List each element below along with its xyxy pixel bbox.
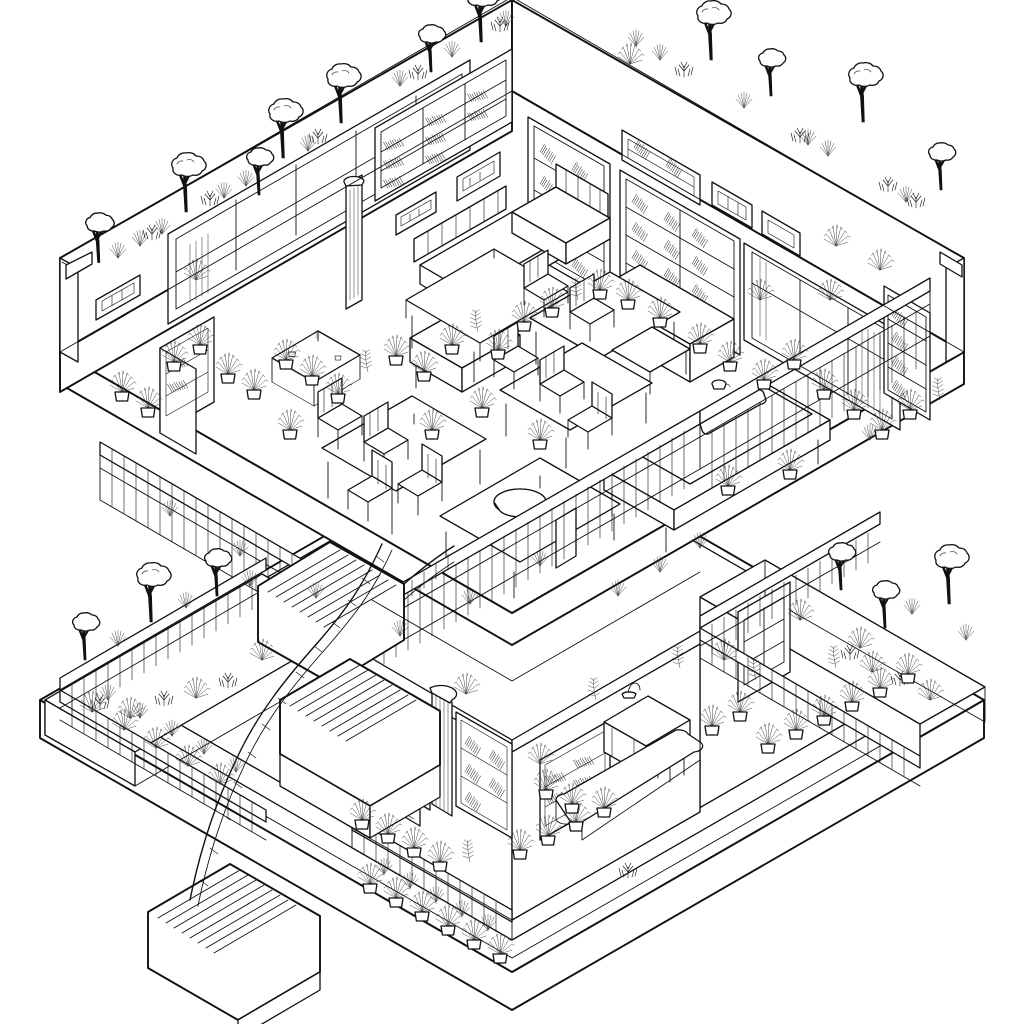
parapet-inner-edge xyxy=(59,90,965,353)
framed-picture-right-wall-a xyxy=(711,181,753,229)
dining-chair-cl-2 xyxy=(539,345,585,414)
potting-bench xyxy=(271,329,361,407)
window-wall-right xyxy=(743,242,901,431)
tall-bookshelf-right-c xyxy=(883,285,931,421)
dining-chair-cr-1 xyxy=(523,249,569,318)
low-bookshelf-left xyxy=(159,316,215,455)
framed-picture-right-wall-b xyxy=(761,210,801,257)
terrace-floor-edge xyxy=(371,571,701,682)
stair-landing-mid xyxy=(279,753,441,839)
upper-balcony-railing-right xyxy=(699,277,931,489)
dining-chair-cl-3 xyxy=(567,381,613,450)
cup-object xyxy=(711,379,731,390)
stair-landing-lower xyxy=(237,971,321,1024)
curved-handrail xyxy=(189,543,393,907)
right-wall-endcap xyxy=(939,251,965,363)
wall-bookcase-upper-left xyxy=(374,48,513,202)
wall-bookcase-upper-right xyxy=(621,129,701,206)
exterior-staircase-upper xyxy=(257,541,405,685)
framed-picture-left-wall-a xyxy=(456,151,501,202)
dining-chair-l-2 xyxy=(363,401,409,474)
dining-chair-cr-2 xyxy=(569,273,615,342)
lower-slab-edge xyxy=(351,811,701,921)
drape-column-left xyxy=(343,174,365,310)
stair-railing-upper xyxy=(403,545,455,601)
dining-chair-l-4 xyxy=(347,449,393,522)
dining-chair-l-1 xyxy=(317,377,363,450)
dining-chair-l-3 xyxy=(397,443,443,516)
lower-bookshelf-b xyxy=(455,711,513,839)
framed-picture-small-left xyxy=(95,274,141,321)
ground-planter-railing-left xyxy=(59,689,267,841)
framed-picture-left-wall-b xyxy=(395,191,437,236)
ground-planter-railing-left-back xyxy=(59,557,267,716)
daybed xyxy=(603,379,831,553)
left-wall-endcap xyxy=(59,251,93,363)
